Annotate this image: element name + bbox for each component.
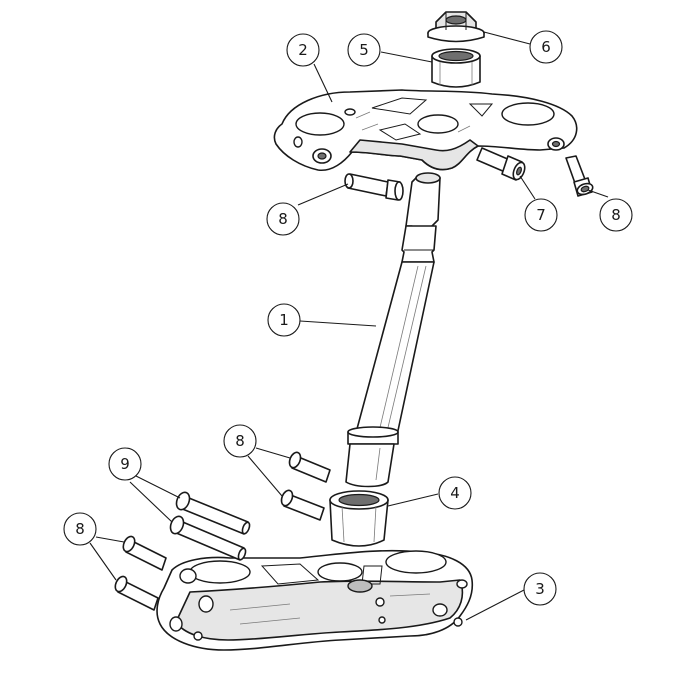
callout-9-label: 9 [120, 455, 130, 473]
callout-8-lower: 8 [63, 512, 97, 546]
callout-1-label: 1 [279, 311, 289, 329]
part-8-bolt-middle-b [280, 489, 325, 521]
callout-7: 7 [524, 198, 558, 232]
callout-2-label: 2 [298, 41, 308, 59]
callout-9: 9 [108, 447, 142, 481]
part-8-bolt-lower-b [114, 575, 159, 611]
leader-8a [297, 183, 349, 206]
leader-2 [313, 63, 333, 103]
leader-6 [483, 31, 531, 45]
callout-8-upper-right: 8 [599, 198, 633, 232]
callout-8b-label: 8 [611, 206, 621, 224]
leader-8b [587, 189, 609, 198]
part-8-bolt-lower-a [122, 535, 167, 571]
leader-8d [89, 536, 125, 581]
callout-5: 5 [347, 33, 381, 67]
callout-8c-label: 8 [235, 432, 245, 450]
leader-9 [129, 475, 181, 523]
callout-3-label: 3 [535, 580, 545, 598]
callout-6: 6 [529, 30, 563, 64]
part-3-lower-triple-clamp [156, 549, 474, 651]
part-1-steering-stem [345, 172, 441, 488]
callout-1: 1 [267, 303, 301, 337]
part-9-long-bolt-a [175, 491, 251, 535]
callout-3: 3 [523, 572, 557, 606]
part-8-bolt-upper-left [344, 173, 404, 201]
part-4-lower-bushing [329, 490, 389, 547]
leader-4 [387, 493, 439, 507]
leader-7 [519, 175, 536, 200]
leader-5 [380, 51, 433, 63]
callout-8-middle: 8 [223, 424, 257, 458]
callout-4: 4 [438, 476, 472, 510]
callout-6-label: 6 [541, 38, 551, 56]
part-8-bolt-middle-a [288, 451, 331, 483]
part-6-flange-nut [427, 11, 485, 43]
part-5-upper-bushing [431, 48, 481, 88]
callout-4-label: 4 [450, 484, 460, 502]
part-7-bolt-upper [476, 147, 526, 181]
callout-8a-label: 8 [278, 210, 288, 228]
leader-1 [299, 320, 377, 327]
leader-lines [89, 31, 609, 621]
leader-3 [465, 589, 525, 621]
part-8-bolt-upper-right [565, 155, 594, 197]
callout-5-label: 5 [359, 41, 369, 59]
callout-7-label: 7 [536, 206, 546, 224]
part-9-long-bolt-b [169, 515, 247, 561]
callout-8d-label: 8 [75, 520, 85, 538]
callout-2: 2 [286, 33, 320, 67]
leader-8c [247, 447, 291, 497]
callout-8-upper-left: 8 [266, 202, 300, 236]
part-2-upper-triple-clamp [273, 89, 578, 172]
